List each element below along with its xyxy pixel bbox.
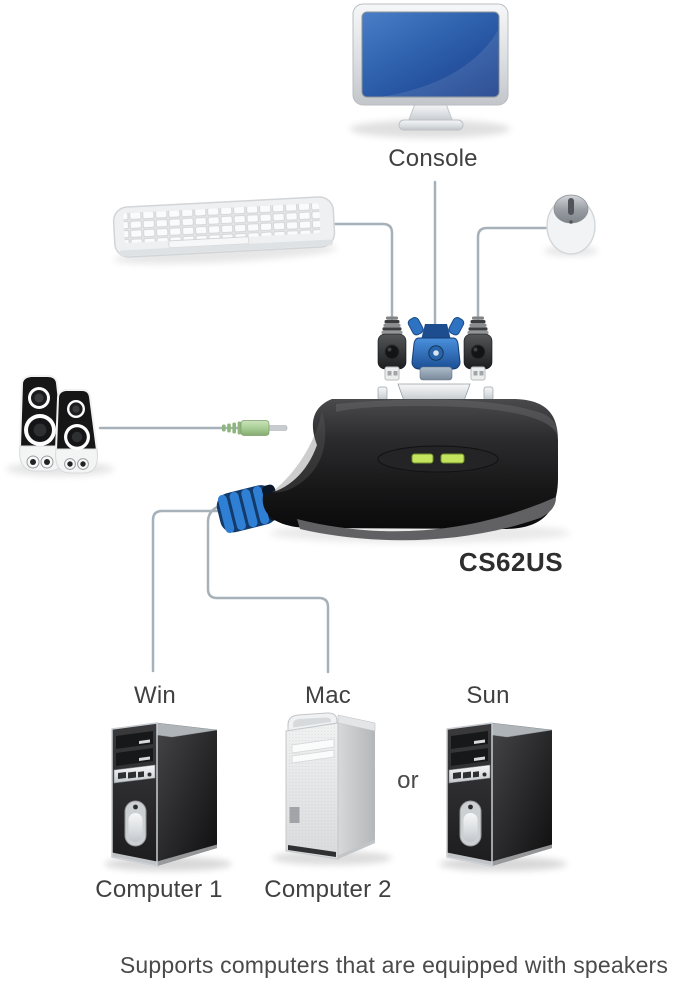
os-label-win: Win (134, 682, 176, 709)
led-port1 (411, 453, 434, 464)
computer1-label: Computer 1 (95, 876, 223, 903)
cable-boot (216, 484, 282, 534)
usb-connector-keyboard-icon (377, 316, 407, 381)
audio-jack-icon (222, 420, 288, 436)
keyboard-icon (112, 196, 338, 264)
vga-port (377, 383, 494, 402)
computer2-label: Computer 2 (264, 876, 392, 903)
tower-pc-sun-icon (439, 723, 567, 871)
os-label-sun: Sun (466, 682, 510, 709)
console-label: Console (388, 145, 478, 172)
mouse-icon (544, 194, 598, 256)
kvm-switch-icon (216, 383, 570, 543)
usb-connector-mouse-icon (463, 316, 493, 381)
or-label: or (397, 767, 419, 794)
cable-to-computer1 (151, 509, 242, 673)
led-panel (377, 445, 499, 473)
mac-tower-icon (272, 712, 392, 865)
speakers-icon (6, 375, 114, 476)
tower-pc-win-icon (104, 723, 232, 871)
keyboard-cable (330, 222, 394, 324)
cables (98, 180, 549, 674)
mouse-cable (476, 226, 549, 324)
os-label-mac: Mac (305, 682, 351, 709)
monitor-icon (350, 3, 510, 138)
led-port2 (440, 453, 465, 464)
vga-connector-icon (407, 317, 465, 381)
footnote-label: Supports computers that are equipped wit… (119, 952, 669, 978)
kvm-model-label: CS62US (458, 547, 564, 577)
cable-to-computer2 (206, 501, 330, 674)
